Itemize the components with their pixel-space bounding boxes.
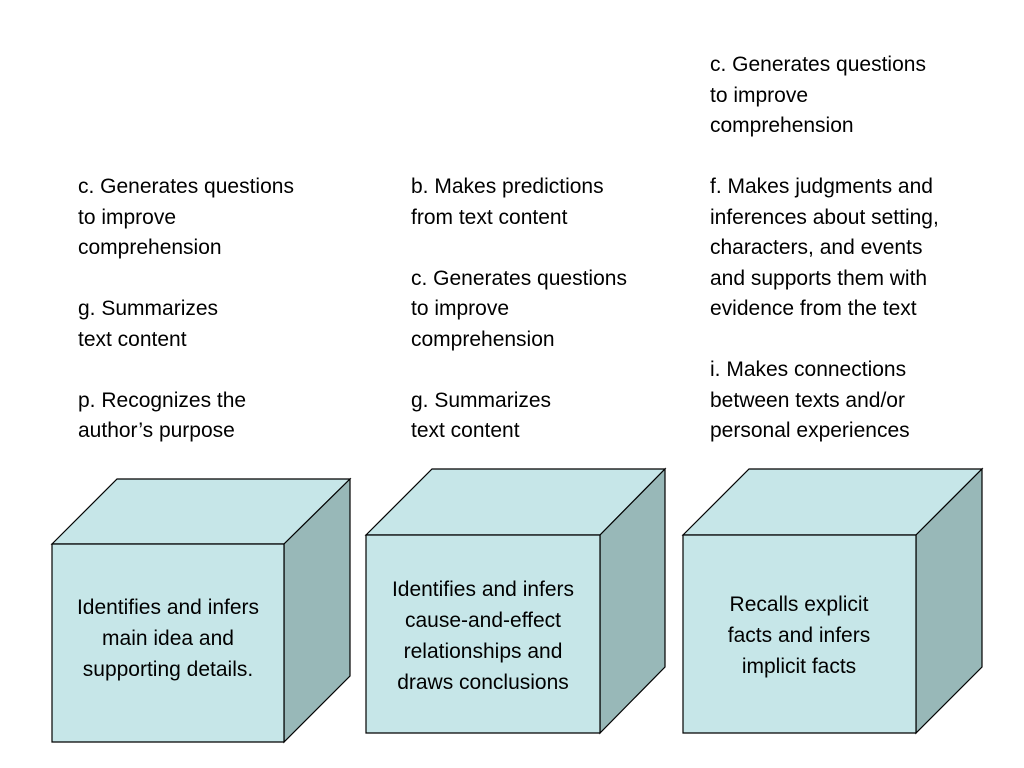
- cube-label-line: Recalls explicit: [729, 593, 869, 616]
- skill-item-line: and supports them with: [710, 266, 928, 290]
- skill-item: p. Recognizes the author’s purpose: [78, 386, 294, 447]
- cube-2: [364, 467, 667, 735]
- skill-item-line: text content: [411, 419, 520, 442]
- column-3-skills: c. Generates questions to improve comprehe…: [710, 50, 939, 447]
- skill-item: f. Makes judgments and inferences about s…: [710, 172, 939, 325]
- cube-label-line: facts and infers: [727, 624, 871, 647]
- skill-item-line: personal experiences: [710, 419, 910, 442]
- skill-item-line: comprehension: [411, 327, 555, 351]
- skill-item: c. Generates questions to improve comprehe…: [78, 172, 294, 264]
- skill-item-line: to improve: [411, 297, 510, 320]
- cube-label-line: implicit facts: [741, 655, 857, 678]
- cube-label-line: supporting details.: [82, 658, 254, 681]
- skill-item-line: g. Summarizes: [411, 388, 552, 412]
- cube-1-front: [51, 543, 285, 743]
- cube-label-line: relationships and: [403, 640, 563, 663]
- column-1-skills: c. Generates questions to improve comprehe…: [78, 172, 294, 447]
- cube-3: [681, 467, 984, 735]
- skill-item: g. Summarizes text content: [78, 294, 294, 355]
- cube-2-front: [365, 534, 601, 734]
- cube-label-line: main idea and: [102, 627, 234, 650]
- cube-label-line: cause-and-effect: [404, 609, 562, 632]
- skill-item-line: g. Summarizes: [78, 297, 219, 320]
- cube-1-label: Identifies and infers main idea and suppor…: [52, 592, 284, 685]
- skill-item-line: text content: [78, 327, 187, 351]
- skill-item-line: comprehension: [78, 236, 222, 259]
- cube-label-line: draws conclusions: [397, 671, 569, 694]
- cube-2-label: Identifies and infers cause-and-effect rel…: [366, 574, 600, 698]
- skill-item-line: evidence from the text: [710, 297, 917, 320]
- skill-item-line: p. Recognizes the: [78, 388, 247, 412]
- skill-item: c. Generates questions to improve comprehe…: [411, 264, 627, 356]
- skill-item-line: i. Makes connections: [710, 358, 907, 381]
- skill-item-line: author’s purpose: [78, 419, 235, 442]
- skill-item-line: inferences about setting,: [710, 205, 939, 229]
- skill-item-line: to improve: [78, 205, 177, 229]
- skill-item-line: b. Makes predictions: [411, 175, 604, 198]
- skill-item: i. Makes connections between texts and/or…: [710, 355, 939, 447]
- skill-item: b. Makes predictions from text content: [411, 172, 627, 233]
- skill-item-line: c. Generates questions: [411, 266, 627, 290]
- skill-item-line: from text content: [411, 205, 568, 229]
- skill-item-line: between texts and/or: [710, 388, 905, 412]
- skill-item-line: to improve: [710, 83, 809, 107]
- cube-label-line: Identifies and infers: [76, 596, 260, 619]
- skill-item-line: f. Makes judgments and: [710, 175, 933, 198]
- skill-item-line: characters, and events: [710, 236, 923, 259]
- skill-item-line: comprehension: [710, 114, 854, 137]
- skill-item: g. Summarizes text content: [411, 386, 627, 447]
- cube-3-label: Recalls explicit facts and infers implicit…: [683, 589, 915, 682]
- skill-item-line: c. Generates questions: [78, 175, 294, 198]
- skill-item-line: c. Generates questions: [710, 53, 926, 76]
- column-2-skills: b. Makes predictions from text content c. …: [411, 172, 627, 447]
- cube-1: [50, 477, 352, 744]
- cube-label-line: Identifies and infers: [391, 578, 575, 601]
- cube-3-front: [682, 534, 917, 734]
- skill-item: c. Generates questions to improve comprehe…: [710, 50, 939, 142]
